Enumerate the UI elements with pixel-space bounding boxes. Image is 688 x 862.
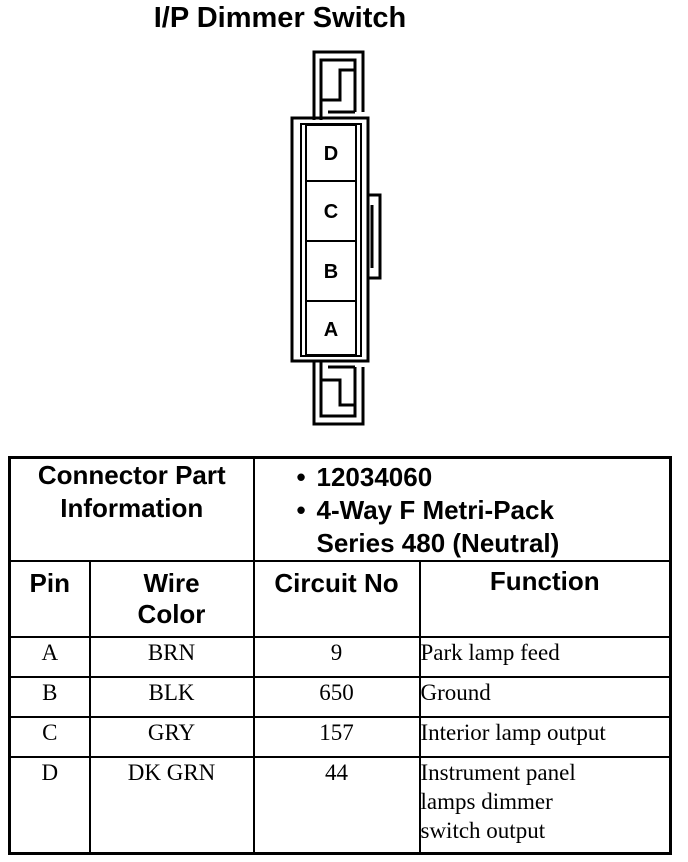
row-pin: D bbox=[8, 756, 91, 854]
connector-info-values: • 12034060 • 4-Way F Metri-Pack Series 480… bbox=[252, 456, 672, 562]
bullet-icon: • bbox=[296, 462, 306, 492]
column-header-row: Pin Wire Color Circuit No Function bbox=[8, 560, 672, 638]
pin-label-a: A bbox=[324, 319, 338, 341]
row-function-line: Instrument panel bbox=[420, 760, 576, 785]
pin-label-c: C bbox=[324, 201, 338, 223]
row-wire-color: GRY bbox=[88, 716, 255, 758]
row-function-line: lamps dimmer bbox=[420, 789, 553, 814]
row-pin: B bbox=[8, 676, 91, 718]
row-function-line: Park lamp feed bbox=[420, 640, 560, 665]
header-circuit-no: Circuit No bbox=[252, 560, 421, 638]
connector-side-tab bbox=[368, 193, 382, 280]
header-wire-color-line2: Color bbox=[137, 599, 206, 629]
diagram-title: I/P Dimmer Switch bbox=[153, 2, 407, 34]
connector-type: 4-Way F Metri-Pack bbox=[316, 495, 554, 525]
connector-bottom-latch bbox=[312, 360, 365, 426]
connector-info-item: • 12034060 bbox=[295, 461, 670, 494]
table-row: B BLK 650 Ground bbox=[8, 676, 672, 718]
row-wire-color: BLK bbox=[88, 676, 255, 718]
connector-body-outer bbox=[290, 116, 370, 363]
row-function: Interior lamp output bbox=[418, 716, 672, 758]
pinout-table: Connector Part Information • 12034060 • 4-… bbox=[8, 456, 673, 855]
table-row: D DK GRN 44 Instrument panel lamps dimme… bbox=[8, 756, 672, 854]
connector-series: Series 480 (Neutral) bbox=[316, 528, 560, 558]
row-wire-color: DK GRN bbox=[88, 756, 255, 854]
bullet-icon: • bbox=[296, 495, 306, 525]
row-function-line: Interior lamp output bbox=[420, 720, 606, 745]
connector-info-item: • 4-Way F Metri-Pack bbox=[295, 494, 670, 527]
connector-info-row: Connector Part Information • 12034060 • 4-… bbox=[8, 456, 672, 562]
header-wire-color: Wire Color bbox=[88, 560, 255, 638]
table-row: A BRN 9 Park lamp feed bbox=[8, 636, 672, 678]
header-wire-color-line1: Wire bbox=[143, 568, 200, 598]
connector-info-list: • 12034060 • 4-Way F Metri-Pack Series 480… bbox=[255, 459, 670, 560]
row-wire-color: BRN bbox=[88, 636, 255, 678]
row-function: Park lamp feed bbox=[418, 636, 672, 678]
connector-drawing: D C B A bbox=[290, 50, 382, 426]
connector-info-item-continued: Series 480 (Neutral) bbox=[295, 527, 670, 560]
row-pin: C bbox=[8, 716, 91, 758]
connector-info-label: Connector Part Information bbox=[8, 456, 255, 562]
row-pin: A bbox=[8, 636, 91, 678]
pin-label-b: B bbox=[324, 261, 338, 283]
row-circuit: 44 bbox=[252, 756, 421, 854]
connector-info-label-line2: Information bbox=[60, 493, 204, 523]
row-function-line: Ground bbox=[420, 680, 491, 705]
table-row: C GRY 157 Interior lamp output bbox=[8, 716, 672, 758]
row-function: Instrument panel lamps dimmer switch out… bbox=[418, 756, 672, 854]
header-function: Function bbox=[418, 560, 672, 638]
row-circuit: 650 bbox=[252, 676, 421, 718]
connector-info-label-line1: Connector Part bbox=[37, 460, 226, 490]
row-circuit: 9 bbox=[252, 636, 421, 678]
part-number: 12034060 bbox=[316, 462, 433, 492]
pin-cavities bbox=[305, 124, 357, 356]
pin-label-d: D bbox=[324, 143, 338, 165]
row-circuit: 157 bbox=[252, 716, 421, 758]
row-function-line: switch output bbox=[420, 818, 546, 843]
header-pin: Pin bbox=[8, 560, 91, 638]
row-function: Ground bbox=[418, 676, 672, 718]
connector-top-latch bbox=[312, 50, 365, 120]
